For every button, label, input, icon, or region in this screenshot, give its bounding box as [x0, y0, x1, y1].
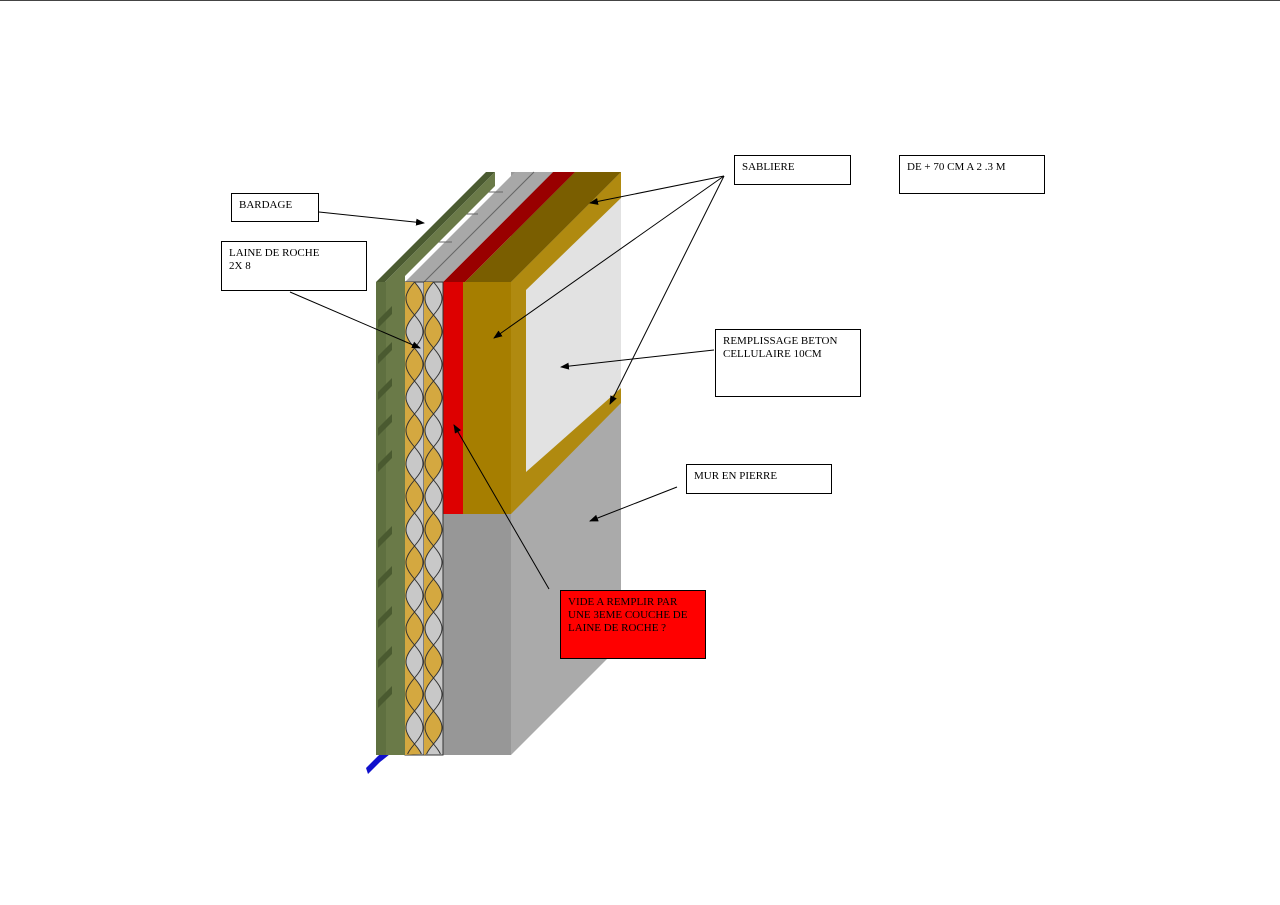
arrow-remplissage: [560, 349, 715, 370]
leader-lines: [289, 175, 725, 590]
bardage-board: [378, 450, 392, 472]
bardage-boards: [378, 306, 392, 708]
page-top-border: [0, 0, 1280, 1]
label-mur-en-pierre: MUR EN PIERRE: [686, 464, 832, 494]
laine-fill: [405, 282, 423, 755]
label-hauteur: DE + 70 CM A 2 .3 M: [899, 155, 1045, 194]
arrow-laine: [289, 291, 421, 349]
bardage-board: [378, 414, 392, 436]
bardage-board: [378, 686, 392, 708]
laine-layer-2: [423, 281, 444, 756]
arrow-sabliere-2: [493, 175, 725, 339]
sabliere: [463, 172, 621, 514]
arrow-sabliere-1: [589, 175, 725, 205]
vide-layer: [443, 172, 575, 514]
remplissage-beton: [526, 198, 621, 472]
mur-front-face: [443, 514, 511, 755]
laine-layer-1: [404, 281, 425, 756]
label-remplissage: REMPLISSAGE BETON CELLULAIRE 10CM: [715, 329, 861, 397]
laine-fill: [424, 282, 442, 755]
arrow-bardage: [318, 211, 425, 226]
label-bardage: BARDAGE: [231, 193, 319, 222]
arrow-sabliere-3: [609, 175, 725, 405]
label-vide: VIDE A REMPLIR PAR UNE 3EME COUCHE DE LA…: [560, 590, 706, 659]
bardage-board: [378, 566, 392, 588]
label-sabliere: SABLIERE: [734, 155, 851, 185]
laine-de-roche-layers: [404, 171, 553, 756]
arrow-vide: [453, 424, 550, 590]
vide-front-face: [443, 282, 463, 514]
label-laine-de-roche: LAINE DE ROCHE 2X 8: [221, 241, 367, 291]
sabliere-top-face: [465, 172, 621, 282]
bardage-board: [378, 606, 392, 628]
bardage-board: [378, 306, 392, 328]
laine-wave: [424, 281, 443, 755]
bardage-board: [378, 526, 392, 548]
bardage-side-face: [385, 172, 495, 755]
bardage-board: [378, 342, 392, 364]
laine-wave: [424, 281, 443, 755]
sabliere-front-face: [463, 282, 511, 514]
arrow-mur: [589, 486, 678, 522]
bardage-board: [378, 378, 392, 400]
laine-wave: [405, 281, 424, 755]
vide-top-face: [443, 172, 575, 282]
bardage-top-face: [376, 172, 495, 282]
bardage-front-face: [376, 282, 386, 755]
bardage-board: [378, 646, 392, 668]
laine-wave: [405, 281, 424, 755]
bardage: [376, 172, 495, 755]
